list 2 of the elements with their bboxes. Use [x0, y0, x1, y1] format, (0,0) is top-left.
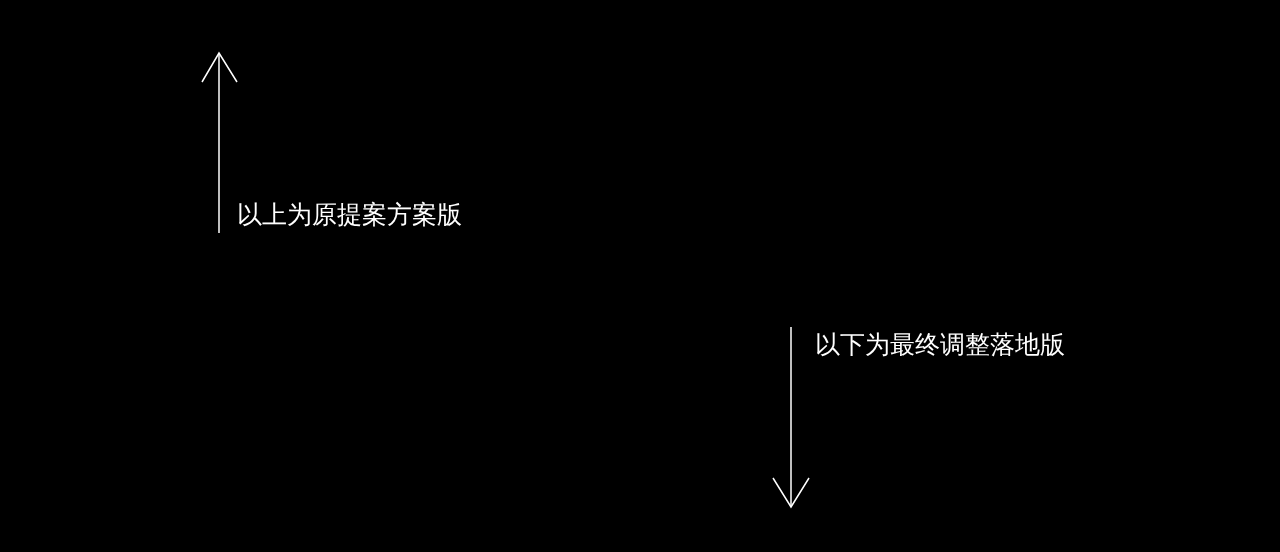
note-text: 以上为原提案方案版: [237, 200, 462, 230]
note-text: 以下为最终调整落地版: [815, 330, 1065, 360]
